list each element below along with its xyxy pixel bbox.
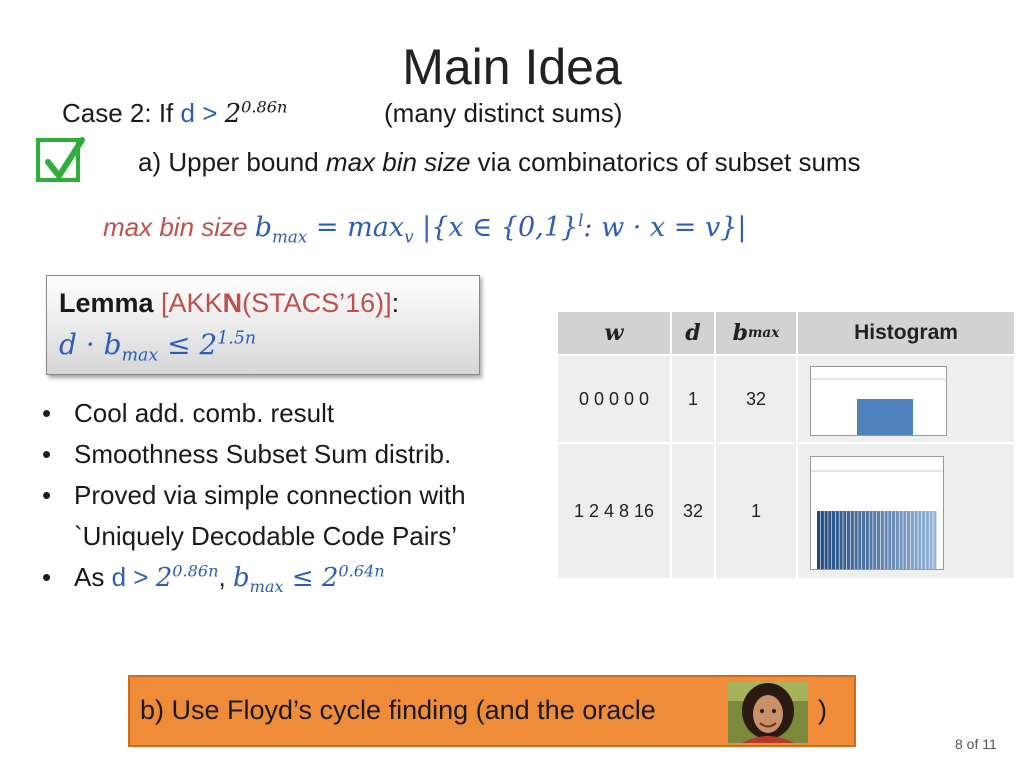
bullet-item: Smoothness Subset Sum distrib.	[40, 434, 466, 475]
page-number: 8 of 11	[955, 736, 997, 752]
many-distinct-sums-note: (many distinct sums)	[384, 98, 623, 128]
histogram-bar	[899, 511, 903, 569]
bullet-item: Cool add. comb. result	[40, 393, 466, 434]
floyd-close-paren: )	[818, 695, 827, 725]
histogram-bar	[884, 511, 888, 569]
histogram-bar	[824, 511, 828, 569]
histogram-bar	[865, 511, 869, 569]
histogram-bar	[835, 511, 839, 569]
table-cell-histogram	[798, 444, 1014, 578]
histogram-bar	[847, 511, 851, 569]
oracle-portrait	[728, 681, 808, 743]
slide-title: Main Idea	[402, 39, 622, 95]
bullet-item: Proved via simple connection with	[40, 475, 466, 516]
histogram-bar	[854, 511, 858, 569]
histogram-bar	[817, 511, 821, 569]
histogram-bar	[892, 511, 896, 569]
histogram-bar	[925, 511, 929, 569]
histogram-bar	[907, 511, 911, 569]
table-cell-bmax: 32	[716, 356, 796, 442]
max-bin-size-formula: max bin size bmax = maxv |{x ∈ {0,1}l: w…	[103, 210, 747, 247]
histogram-bar	[877, 511, 881, 569]
histogram-bar	[843, 511, 847, 569]
histogram-bar	[869, 511, 873, 569]
case-2-condition: Case 2: If d > 20.86n	[62, 97, 288, 129]
histogram-bar	[828, 511, 832, 569]
checkbox-check-icon	[36, 137, 85, 182]
histogram-bar	[933, 511, 937, 569]
table-cell-bmax: 1	[716, 444, 796, 578]
bullet-continuation: `Uniquely Decodable Code Pairs’	[74, 521, 457, 551]
table-cell-w: 0 0 0 0 0	[558, 356, 670, 442]
table-cell-w: 1 2 4 8 16	[558, 444, 670, 578]
bullet-item-as: As d > 20.86n, bmax ≤ 20.64n	[40, 557, 466, 599]
lemma-heading: Lemma [AKKN(STACS’16)]:	[59, 288, 400, 318]
header-w: w	[558, 312, 670, 354]
histogram-bar	[895, 511, 899, 569]
upper-bound-line: a) Upper bound max bin size via combinat…	[138, 147, 861, 177]
lemma-box: Lemma [AKKN(STACS’16)]: d · bmax ≤ 21.5n	[46, 275, 480, 375]
lemma-inequality: d · bmax ≤ 21.5n	[59, 328, 257, 366]
histogram-bar	[839, 511, 843, 569]
histogram-bar	[888, 511, 892, 569]
histogram-single-bar	[810, 366, 947, 436]
table-cell-d: 32	[672, 444, 714, 578]
histogram-bar	[862, 511, 866, 569]
floyd-cycle-box: b) Use Floyd’s cycle finding (and the or…	[128, 675, 856, 747]
histogram-bar	[914, 511, 918, 569]
histogram-bar	[820, 511, 824, 569]
header-d: d	[672, 312, 714, 354]
histogram-bar	[873, 511, 877, 569]
table-cell-d: 1	[672, 356, 714, 442]
histogram-bar	[910, 511, 914, 569]
header-histogram: Histogram	[798, 312, 1014, 354]
histogram-bar	[903, 511, 907, 569]
bullet-list: Cool add. comb. result Smoothness Subset…	[40, 393, 466, 599]
histogram-bar	[929, 511, 933, 569]
table-cell-histogram	[798, 356, 1014, 442]
histogram-bar	[832, 511, 836, 569]
histogram-bar	[857, 399, 913, 435]
histogram-bar	[850, 511, 854, 569]
histogram-uniform-bars	[810, 456, 944, 570]
histogram-bar	[858, 511, 862, 569]
floyd-text: b) Use Floyd’s cycle finding (and the or…	[140, 695, 656, 725]
histogram-bar	[922, 511, 926, 569]
histogram-bar	[880, 511, 884, 569]
histogram-bar	[918, 511, 922, 569]
